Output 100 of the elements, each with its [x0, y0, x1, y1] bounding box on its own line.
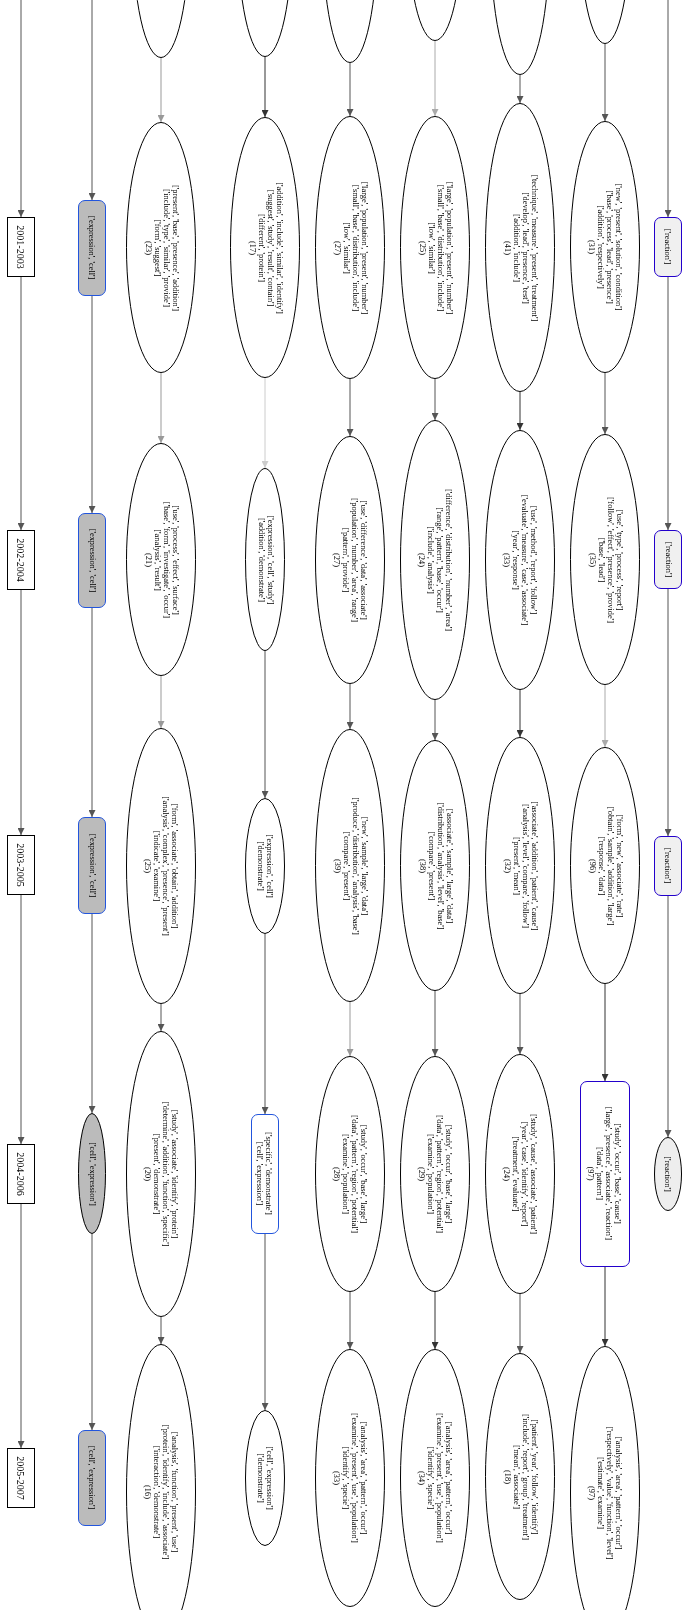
arrow: [346, 683, 354, 730]
topic-terms: ['addition', 'demonstrate']: [256, 517, 265, 602]
arrow: [516, 993, 524, 1055]
topic-count: (28): [332, 1167, 341, 1181]
topic-terms: ['expression', 'cell']: [87, 528, 96, 592]
year-box: [7, 1448, 35, 1508]
arrow: [157, 57, 165, 123]
arrow: [17, 894, 25, 1145]
year-box: [7, 530, 35, 590]
topic-terms: ['analysis', 'result']: [152, 528, 161, 591]
topic-count: (24): [417, 553, 426, 567]
topic-terms: ['pattern', 'provide']: [341, 527, 350, 593]
topic-count: (38): [417, 858, 426, 873]
topic-terms: ['develop', 'lead', 'presence', 'test']: [520, 191, 529, 304]
topic-terms: ['include', 'type', 'similar', 'provide']: [161, 188, 170, 307]
topic-count: (27): [332, 240, 341, 255]
topic-terms: ['expression', 'cell']: [265, 834, 274, 898]
topic-count: (25): [417, 240, 426, 255]
topic-terms: ['study', 'occur', 'base', 'large']: [444, 1124, 453, 1224]
arrow: [346, 378, 354, 437]
topic-terms: ['obtain', 'sample', 'addition', 'large']: [605, 806, 614, 925]
arrow: [157, 1316, 165, 1345]
topic-box: [78, 817, 106, 914]
topic-terms: ['distribution', 'analysis', 'level', 'base']: [435, 802, 444, 929]
topic-box: [251, 1114, 279, 1234]
topic-box: [580, 1081, 630, 1267]
topic-terms: ['patient', 'year', 'follow', 'identify']: [529, 1418, 538, 1535]
year-label: 2001-2003: [16, 225, 26, 269]
topic-count: (33): [332, 1471, 341, 1485]
topic-terms: ['year', 'case', 'identify', 'report']: [520, 1121, 529, 1227]
topic-terms: ['follow', 'effect', 'presence', 'provide']: [605, 496, 614, 623]
topic-count: (23): [143, 240, 152, 255]
topic-terms: ['study', 'associate', 'identify', 'protein']: [170, 1109, 179, 1239]
topic-terms: ['base', 'form', 'investigate', 'occur']: [161, 501, 170, 618]
arrow: [601, 372, 609, 435]
topic-count: (27): [332, 553, 341, 567]
year-box: [7, 1144, 35, 1204]
arrow: [261, 650, 269, 799]
arrow: [601, 1266, 609, 1347]
topic-terms: ['demonstrate']: [256, 1453, 265, 1503]
arrow: [431, 990, 439, 1057]
topic-terms: ['cell', 'expression']: [87, 1445, 96, 1510]
topic-terms: ['population', 'number', 'area', 'range']: [350, 497, 359, 623]
topic-terms: ['new', 'present', 'solution', 'condition']: [614, 183, 623, 311]
topic-count: (96): [587, 858, 596, 873]
arrow: [431, 40, 439, 117]
arrow: [261, 56, 269, 118]
topic-terms: ['technique', 'measure', 'present', 'treatment']: [529, 174, 538, 321]
topic-terms: ['study', 'occur', 'base', 'large']: [359, 1124, 368, 1224]
topic-count: (31): [587, 240, 596, 254]
topic-box: [78, 1430, 106, 1526]
topic-terms: ['form', 'suggest']: [152, 218, 161, 277]
arrow: [157, 675, 165, 729]
topic-terms: ['examine', 'population']: [426, 1134, 435, 1214]
topic-terms: ['demonstrate']: [256, 841, 265, 891]
topic-terms: ['compare', 'present']: [341, 831, 350, 900]
topic-count: (32): [502, 858, 511, 873]
topic-count: (25): [143, 859, 152, 873]
arrow: [88, 0, 96, 201]
arrow: [88, 1233, 96, 1431]
topic-terms: ['study', 'cause', 'associate', 'patient']: [529, 1114, 538, 1234]
topic-terms: ['use', 'difference', 'data', 'associate']: [359, 500, 368, 620]
topic-terms: ['produce', 'distribution', 'analysis', 'base']: [350, 796, 359, 935]
topic-terms: ['determine', 'addition', 'function', 'specific']: [161, 1101, 170, 1247]
topic-box: [654, 530, 682, 589]
year-label: 2002-2004: [16, 538, 26, 582]
topic-terms: ['reaction']: [663, 1156, 673, 1192]
topic-count: (41): [502, 240, 511, 255]
topic-terms: ['large', 'presence', 'associate', 'reaction']: [604, 1106, 614, 1241]
topic-box: [654, 217, 682, 277]
arrow: [88, 913, 96, 1114]
topic-count: (29): [417, 1167, 426, 1181]
topic-terms: ['expression', 'cell']: [87, 215, 96, 280]
arrow: [601, 684, 609, 748]
topic-terms: ['form', 'associate', 'obtain', 'addition']: [170, 803, 179, 929]
topic-terms: ['present', 'base', 'presence', 'addition']: [170, 184, 179, 311]
topic-count: (21): [143, 552, 152, 567]
topic-box: [78, 513, 106, 608]
arrow: [516, 391, 524, 431]
topic-count: (35): [587, 552, 596, 567]
topic-terms: ['analysis', 'area', 'pattern', 'occur']: [444, 1421, 453, 1535]
arrow: [17, 276, 25, 531]
topic-terms: ['different', 'protein']: [256, 213, 265, 282]
topic-count: (33): [502, 553, 511, 567]
topic-terms: ['reaction']: [663, 541, 672, 577]
arrow: [88, 607, 96, 818]
topic-terms: ['cell', 'expression']: [265, 1446, 274, 1510]
topic-terms: ['response', 'data']: [596, 835, 605, 896]
arrow: [516, 1293, 524, 1354]
topic-terms: ['analysis', 'function', 'present', 'use']: [170, 1431, 179, 1553]
year-box: [7, 217, 35, 277]
topic-count: (20): [143, 1167, 152, 1181]
topic-terms: ['study', 'occur', 'base', 'cause']: [613, 1123, 623, 1224]
topic-terms: ['form', 'new', 'associate', 'rate']: [614, 813, 623, 918]
arrow: [601, 983, 609, 1082]
topic-terms: ['associate', 'addition', 'patient', 'cause']: [529, 800, 538, 931]
topic-count: (16): [143, 1485, 152, 1499]
topic-terms: ['respectively', 'value', 'function', 'level']: [605, 1426, 614, 1560]
arrow: [516, 74, 524, 104]
topic-terms: ['examine', 'population']: [341, 1134, 350, 1214]
